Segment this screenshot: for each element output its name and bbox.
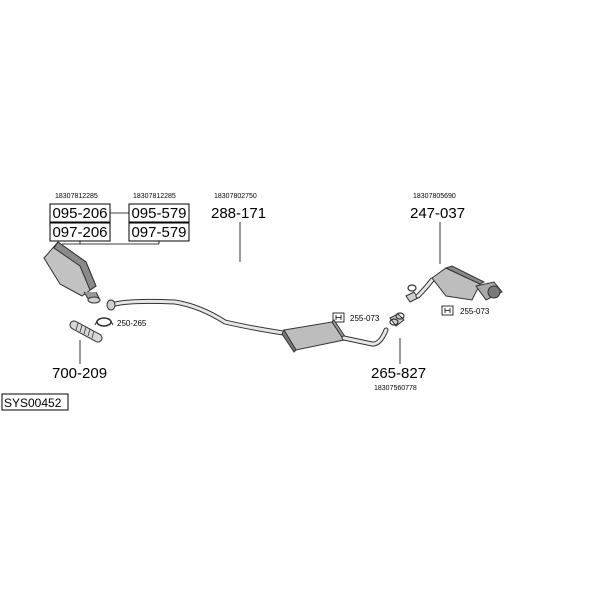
center-muffler-icon [281,319,389,353]
part-number-label: 097-206 [52,224,107,241]
rubber-hanger-icon [332,312,345,323]
leader-line [62,241,160,245]
part-number-label: 095-579 [131,205,186,222]
clamp-icon [94,317,114,327]
part-095-579[interactable]: 095-579 [128,203,190,223]
oe-number-095-579: 18307812285 [133,193,176,200]
part-097-206[interactable]: 097-206 [49,222,111,242]
part-number-265-827[interactable]: 265-827 [371,365,426,382]
connector-icon [405,284,419,303]
system-code: SYS00452 [1,393,69,411]
rear-muffler-icon [415,265,503,301]
oe-number-095-206: 18307812285 [55,193,98,200]
clamp-label-255-073-rear[interactable]: 255-073 [460,307,490,316]
system-code-box [1,393,69,411]
part-number-288-171[interactable]: 288-171 [211,205,266,222]
part-095-206[interactable]: 095-206 [49,203,111,223]
oe-number-247-037: 18307805690 [413,193,456,200]
oe-number-288-171: 18307802750 [214,193,257,200]
middle-pipe-icon [106,298,293,337]
rubber-hanger-icon [441,305,454,316]
part-number-247-037[interactable]: 247-037 [410,205,465,222]
flex-pipe-icon [69,320,103,343]
part-number-700-209[interactable]: 700-209 [52,365,107,382]
system-code-label: SYS00452 [4,396,62,410]
catalytic-converter-icon [43,241,101,304]
part-097-579[interactable]: 097-579 [128,222,190,242]
clamp-label-255-073-mid[interactable]: 255-073 [350,314,380,323]
part-number-label: 095-206 [52,205,107,222]
clamp-label-250-265[interactable]: 250-265 [117,319,147,328]
oe-number-265-827: 18307560778 [374,385,417,392]
part-number-label: 097-579 [131,224,186,241]
clamp-icon [389,312,405,327]
